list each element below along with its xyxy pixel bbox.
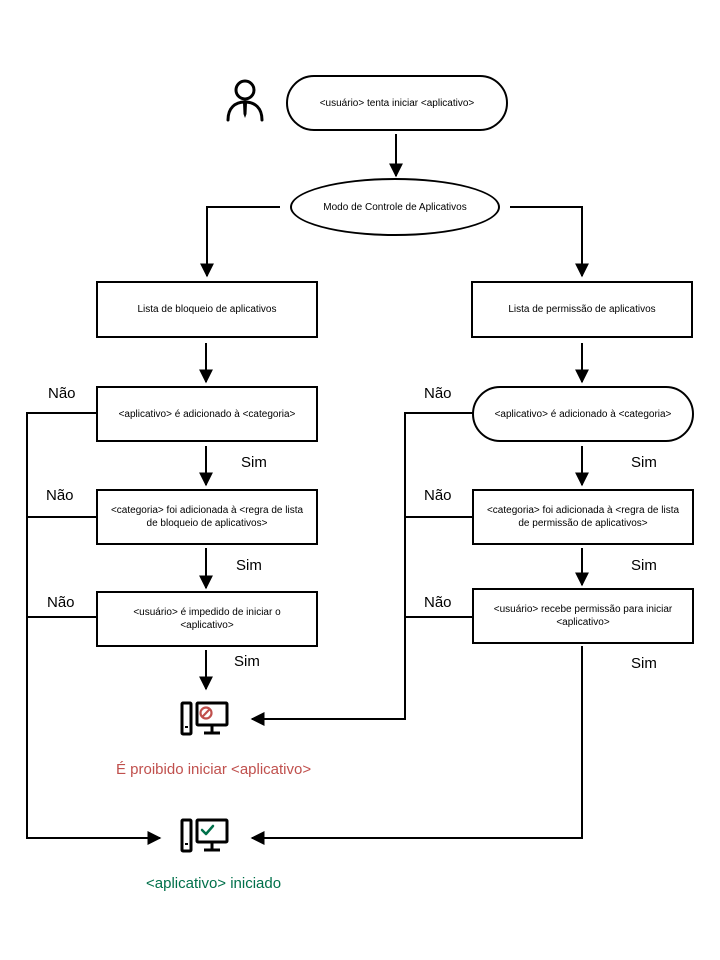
result-started-text: <aplicativo> iniciado — [146, 875, 282, 892]
mode-node: Modo de Controle de Aplicativos — [290, 178, 500, 236]
label-yes: Sim — [241, 454, 267, 471]
arrow-left-no-to-started — [26, 412, 162, 845]
result-blocked-text: É proibido iniciar <aplicativo> — [116, 761, 312, 778]
computer-blocked-icon — [180, 701, 229, 736]
label-yes: Sim — [234, 653, 260, 670]
label-no: Não — [48, 385, 76, 402]
label-no: Não — [46, 487, 74, 504]
user-icon — [226, 79, 264, 122]
label-no: Não — [424, 487, 452, 504]
arrow-mode-to-blocklist — [200, 206, 280, 278]
computer-allowed-icon — [180, 818, 229, 853]
blocklist-check-app-category: <aplicativo> é adicionado à <categoria> — [96, 386, 318, 442]
arrow-right-yes-to-started — [250, 646, 583, 845]
start-node: <usuário> tenta iniciar <aplicativo> — [286, 75, 508, 131]
arrow-right-no-to-blocked — [250, 412, 473, 726]
blocklist-user-blocked: <usuário> é impedido de iniciar o <aplic… — [96, 591, 318, 647]
blocklist-check-category-rule: <categoria> foi adicionada à <regra de l… — [96, 489, 318, 545]
allowlist-check-app-category: <aplicativo> é adicionado à <categoria> — [472, 386, 694, 442]
label-yes: Sim — [631, 557, 657, 574]
blocklist-node: Lista de bloqueio de aplicativos — [96, 281, 318, 338]
allowlist-check-category-rule: <categoria> foi adicionada à <regra de l… — [472, 489, 694, 545]
label-yes: Sim — [236, 557, 262, 574]
label-yes: Sim — [631, 454, 657, 471]
arrow-mode-to-allowlist — [510, 206, 589, 278]
label-yes: Sim — [631, 655, 657, 672]
allowlist-node: Lista de permissão de aplicativos — [471, 281, 693, 338]
label-no: Não — [47, 594, 75, 611]
allowlist-user-allowed: <usuário> recebe permissão para iniciar … — [472, 588, 694, 644]
label-no: Não — [424, 385, 452, 402]
label-no: Não — [424, 594, 452, 611]
